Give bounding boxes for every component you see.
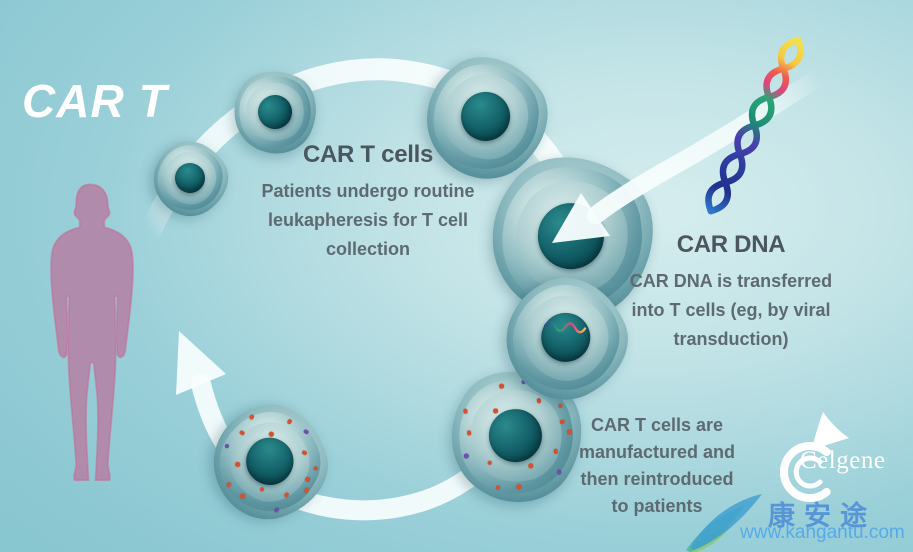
- car-receptor-dot: [248, 414, 255, 421]
- step-collection-line: collection: [325, 239, 410, 259]
- car-receptor-dot: [234, 461, 241, 468]
- step-transduction-line: into T cells (eg, by viral: [631, 300, 831, 320]
- step-collection-line: leukapheresis for T cell: [267, 210, 469, 230]
- car-receptor-dot: [286, 418, 293, 425]
- car-receptor-dot: [487, 460, 493, 466]
- car-t-cell-with-receptors-2: [199, 391, 341, 533]
- cycle-arrowhead-to-patient: [176, 331, 226, 395]
- car-receptor-dot: [273, 506, 280, 513]
- kangantu-leaf-icon: [686, 494, 762, 552]
- watermark-url-text: www.kangantu.com: [740, 522, 905, 543]
- car-receptor-dot: [283, 491, 290, 498]
- car-receptor-dot: [301, 449, 308, 456]
- car-receptor-dot: [238, 429, 245, 436]
- car-receptor-dot: [312, 465, 319, 472]
- car-receptor-dot: [302, 428, 310, 435]
- step-reinfusion-line: CAR T cells are: [590, 415, 724, 435]
- celgene-swirl-inner: [793, 455, 823, 489]
- car-receptor-dot: [303, 487, 310, 494]
- celgene-logo-text: Celgene: [800, 447, 886, 474]
- step-transduction-block: CAR DNA CAR DNA is transferred into T ce…: [571, 232, 891, 354]
- step-collection-line: Patients undergo routine: [261, 181, 475, 201]
- car-receptor-dot: [557, 403, 564, 409]
- car-receptor-dot: [239, 492, 246, 500]
- step-collection-heading: CAR T cells: [302, 141, 434, 168]
- car-receptor-dot: [259, 486, 266, 493]
- watermark-cn-text: 康安途: [768, 501, 876, 531]
- t-cell-with-car-dna: [486, 258, 646, 418]
- car-receptor-dot: [463, 453, 469, 459]
- page-title: CAR T: [22, 75, 168, 127]
- car-receptor-dot: [223, 443, 230, 450]
- human-silhouette-figure: [50, 183, 134, 481]
- celgene-logo: Celgene: [770, 410, 910, 515]
- car-receptor-dot: [225, 481, 232, 488]
- step-transduction-line: CAR DNA is transferred: [629, 271, 833, 291]
- celgene-logo-mark: [779, 412, 849, 502]
- car-receptor-dot: [536, 398, 542, 404]
- step-reinfusion-line: to patients: [611, 496, 703, 516]
- step-transduction-line: transduction): [673, 329, 789, 349]
- car-receptor-dot: [268, 431, 275, 438]
- celgene-swirl-outer: [779, 442, 831, 502]
- car-receptor-dots: [203, 395, 337, 529]
- step-reinfusion-block: CAR T cells are manufactured and then re…: [517, 412, 797, 520]
- step-collection-block: CAR T cells Patients undergo routine leu…: [208, 142, 528, 264]
- car-receptor-dot: [498, 383, 505, 389]
- car-receptor-dot: [466, 430, 472, 436]
- human-silhouette-shape: [50, 183, 134, 481]
- step-reinfusion-line: manufactured and: [578, 442, 736, 462]
- car-receptor-dot: [462, 408, 469, 415]
- car-receptor-dot: [304, 476, 311, 483]
- dna-strand-2: [707, 36, 802, 215]
- mini-dna-icon: [543, 321, 587, 334]
- step-reinfusion-line: then reintroduced: [580, 469, 734, 489]
- car-receptor-dot: [495, 485, 501, 491]
- dna-strand-1: [705, 36, 804, 215]
- step-transduction-heading: CAR DNA: [676, 231, 786, 258]
- celgene-sail-shape: [811, 412, 849, 450]
- car-receptor-dot: [493, 408, 499, 414]
